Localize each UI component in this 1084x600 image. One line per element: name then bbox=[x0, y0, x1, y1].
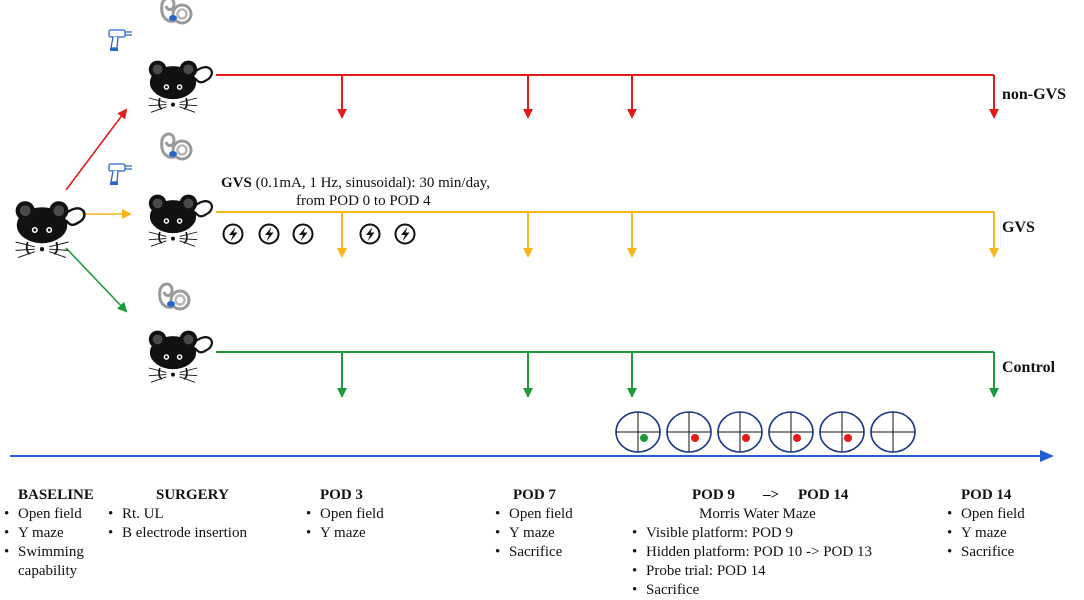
group-label-control: Control bbox=[1002, 359, 1056, 376]
list-item: Hidden platform: POD 10 -> POD 13 bbox=[632, 543, 872, 562]
title-end: POD 14 bbox=[798, 487, 849, 503]
stimulation-bolt-icon bbox=[222, 223, 244, 245]
list-item: B electrode insertion bbox=[108, 524, 247, 543]
water-maze-pool-icon bbox=[870, 411, 916, 453]
group-label-nongvs: non-GVS bbox=[1002, 86, 1067, 103]
stimulation-bolt-icon bbox=[292, 223, 314, 245]
list-item: Visible platform: POD 9 bbox=[632, 524, 872, 543]
timepoint-title: POD 7 bbox=[513, 487, 556, 503]
gvs-timeline bbox=[216, 211, 999, 258]
gvs-protocol-params: (0.1mA, 1 Hz, sinusoidal): 30 min/day, bbox=[255, 175, 491, 191]
gvs-protocol-line1: GVS (0.1mA, 1 Hz, sinusoidal): 30 min/da… bbox=[221, 174, 490, 192]
list-item: Sacrifice bbox=[632, 581, 872, 600]
list-item: Y maze bbox=[947, 524, 1025, 543]
water-maze-pool-icon bbox=[717, 411, 763, 453]
list-item: Y maze bbox=[4, 524, 94, 543]
timepoint-surgery: SURGERY Rt. UL B electrode insertion bbox=[108, 486, 247, 543]
platform-marker bbox=[742, 434, 750, 442]
timepoint-title: POD 14 bbox=[961, 487, 1012, 503]
list-item: Open field bbox=[947, 505, 1025, 524]
timepoint-title: BASELINE bbox=[18, 487, 94, 503]
list-item: Open field bbox=[495, 505, 573, 524]
gvs-drill-icon bbox=[108, 163, 133, 186]
control-mouse-icon bbox=[147, 329, 213, 384]
stimulation-bolt-icon bbox=[359, 223, 381, 245]
nongvs-cochlea-icon bbox=[160, 0, 193, 25]
control-cochlea-icon bbox=[158, 282, 191, 311]
mwm-subtitle: Morris Water Maze bbox=[699, 506, 816, 522]
timepoint-title: POD 3 bbox=[320, 487, 363, 503]
baseline-mouse-icon bbox=[14, 199, 86, 259]
timepoint-pod3: POD 3 Open field Y maze bbox=[306, 486, 384, 543]
platform-marker bbox=[844, 434, 852, 442]
list-item-continuation: capability bbox=[18, 563, 78, 579]
water-maze-pool-icon bbox=[819, 411, 865, 453]
list-item: Y maze bbox=[306, 524, 384, 543]
gvs-protocol-bold: GVS bbox=[221, 175, 252, 191]
nongvs-timeline bbox=[216, 74, 999, 119]
list-item: Probe trial: POD 14 bbox=[632, 562, 872, 581]
timepoint-pod7: POD 7 Open field Y maze Sacrifice bbox=[495, 486, 573, 562]
gvs-mouse-icon bbox=[147, 193, 213, 248]
list-item: Open field bbox=[306, 505, 384, 524]
timepoint-pod9-14: POD 9 –> POD 14 Morris Water Maze Visibl… bbox=[632, 486, 872, 600]
list-item: Sacrifice bbox=[947, 543, 1025, 562]
morris-water-maze-trials bbox=[615, 411, 916, 453]
water-maze-pool-icon bbox=[666, 411, 712, 453]
list-item: Swimming bbox=[4, 543, 94, 562]
platform-marker bbox=[691, 434, 699, 442]
gvs-protocol-line2: from POD 0 to POD 4 bbox=[296, 193, 431, 209]
stimulation-bolt-icon bbox=[258, 223, 280, 245]
title-start: POD 9 bbox=[692, 487, 735, 503]
platform-marker bbox=[793, 434, 801, 442]
baseline-to-control-arrow bbox=[65, 247, 128, 313]
title-arrow: –> bbox=[763, 487, 780, 503]
nongvs-mouse-icon bbox=[147, 59, 213, 114]
list-item: Rt. UL bbox=[108, 505, 247, 524]
group-label-gvs: GVS bbox=[1002, 219, 1035, 236]
platform-marker bbox=[640, 434, 648, 442]
list-item: Open field bbox=[4, 505, 94, 524]
water-maze-pool-icon bbox=[768, 411, 814, 453]
water-maze-pool-icon bbox=[615, 411, 661, 453]
timepoint-title: SURGERY bbox=[156, 487, 229, 503]
list-item: Sacrifice bbox=[495, 543, 573, 562]
control-timeline bbox=[216, 351, 999, 398]
timepoint-pod14: POD 14 Open field Y maze Sacrifice bbox=[947, 486, 1025, 562]
list-item: Y maze bbox=[495, 524, 573, 543]
baseline-to-nongvs-arrow bbox=[65, 108, 128, 191]
stimulation-bolt-icon bbox=[394, 223, 416, 245]
nongvs-drill-icon bbox=[108, 29, 133, 52]
timepoint-title: POD 9 –> POD 14 bbox=[632, 486, 872, 505]
gvs-cochlea-icon bbox=[160, 132, 193, 161]
timepoint-baseline: BASELINE Open field Y maze Swimming capa… bbox=[4, 486, 94, 581]
